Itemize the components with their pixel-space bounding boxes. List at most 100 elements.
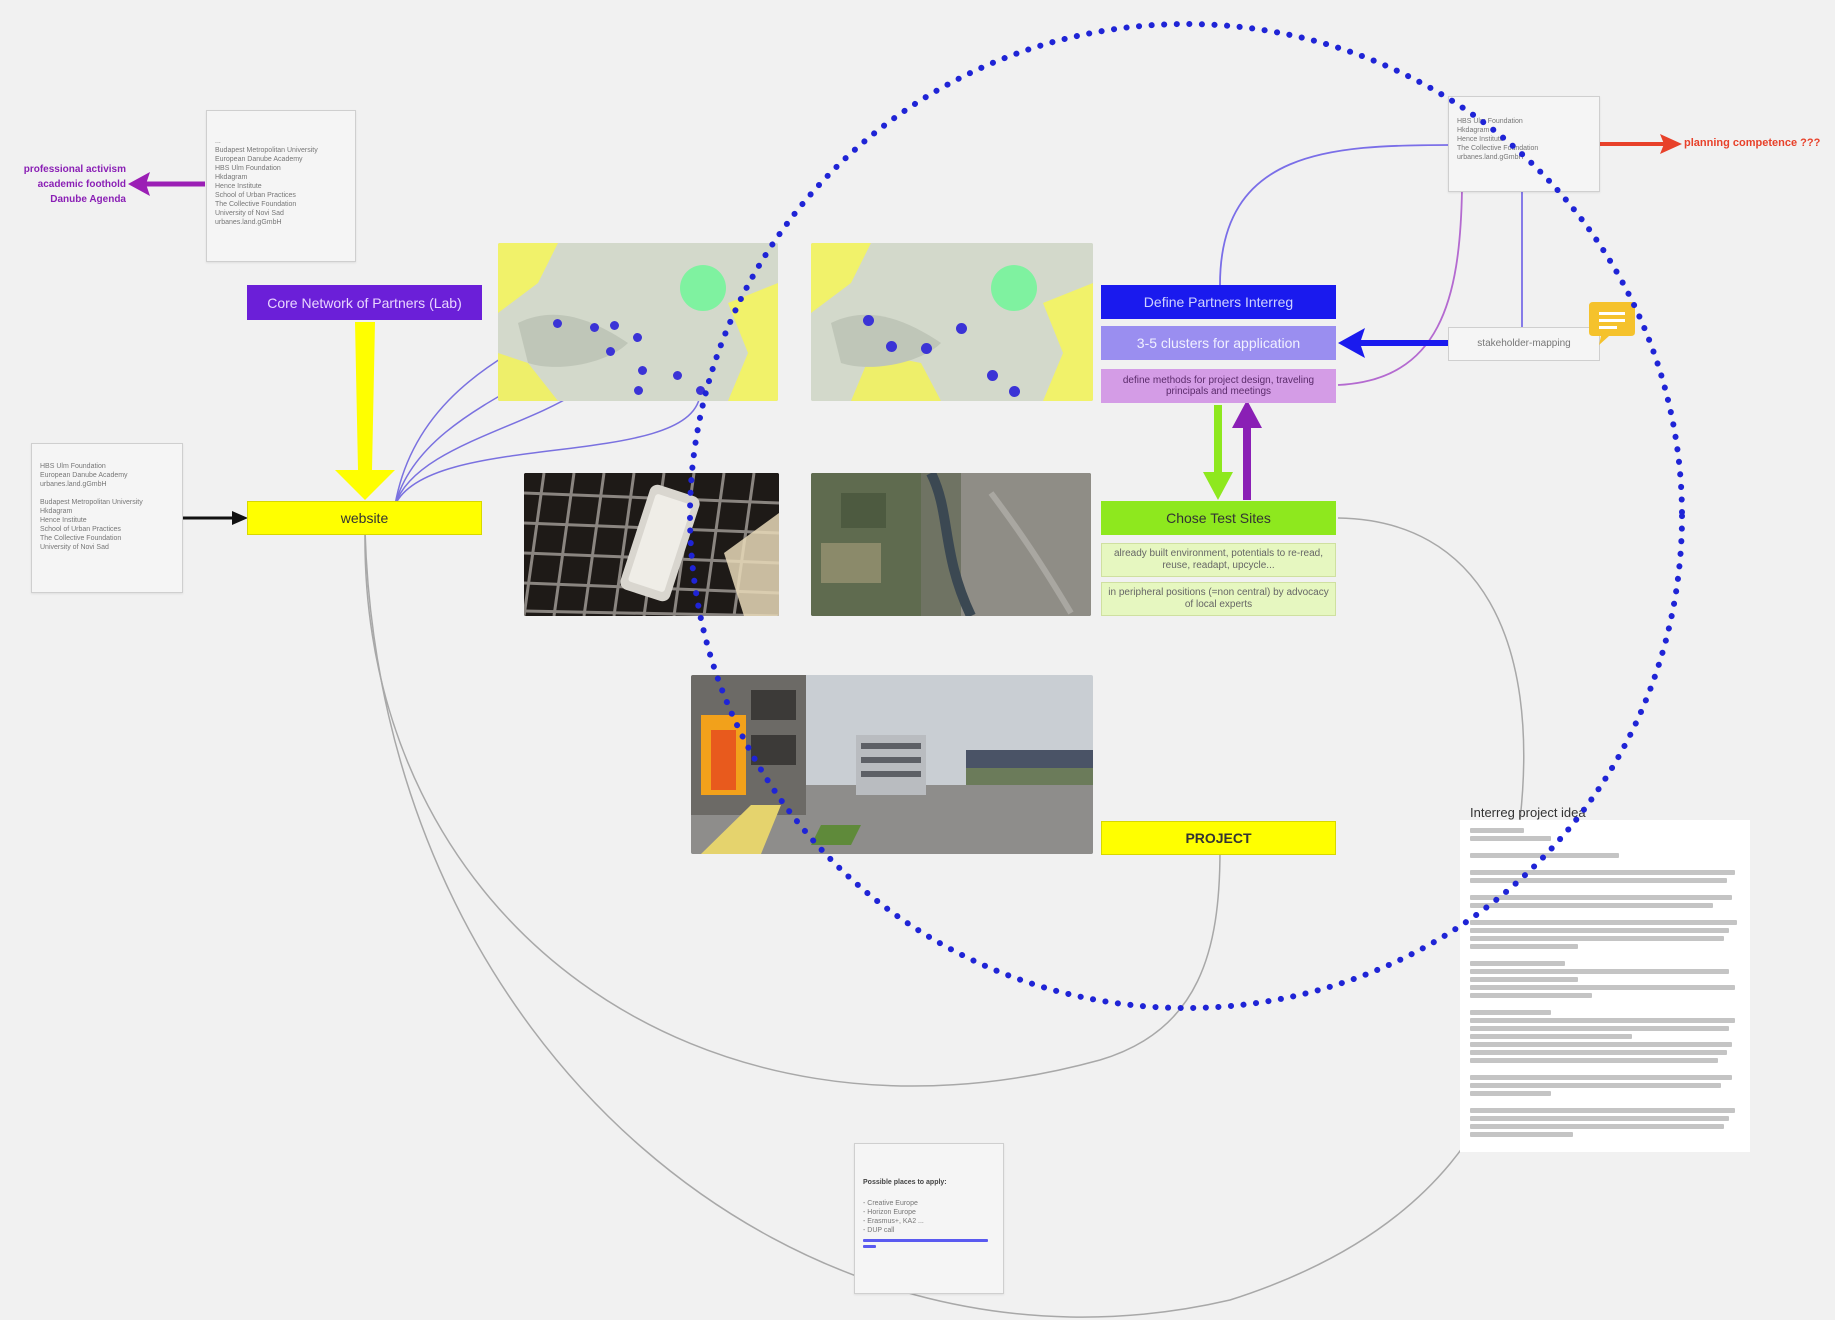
left-agenda-labels: professional activism academic foothold … [8, 162, 126, 207]
note-line: The Collective Foundation [40, 535, 122, 542]
chose-test-sites-box[interactable]: Chose Test Sites [1101, 501, 1336, 535]
doc-line [1470, 1042, 1732, 1047]
doc-line [1470, 944, 1578, 949]
apply-item: - DUP call [863, 1227, 895, 1234]
doc-line [1470, 1010, 1551, 1015]
aerial-texture [811, 473, 1091, 616]
apply-link[interactable] [863, 1239, 989, 1242]
sticky-note-apply[interactable]: Possible places to apply: - Creative Eur… [854, 1143, 1004, 1294]
sticky-note-left[interactable]: HBS Ulm Foundation European Danube Acade… [31, 443, 183, 593]
note-line: Hkdagram [40, 508, 73, 515]
grate-pattern [524, 473, 779, 616]
map-pin [606, 347, 615, 356]
map-pin [610, 321, 619, 330]
map-badge [991, 265, 1037, 311]
doc-line [1470, 920, 1738, 925]
map-image-partners[interactable] [498, 243, 778, 401]
note-line: University of Novi Sad [40, 544, 109, 551]
map-badge [680, 265, 726, 311]
note-line: Hence Institute [1457, 136, 1504, 143]
map-pin [590, 323, 599, 332]
note-line: European Danube Academy [215, 156, 303, 163]
apply-link[interactable] [863, 1245, 877, 1248]
note-line: Budapest Metropolitan University [215, 147, 318, 154]
photo-phone-on-grate[interactable] [524, 473, 779, 616]
map-star [921, 343, 932, 354]
interreg-doc[interactable] [1460, 820, 1750, 1152]
apply-note-title: Possible places to apply: [863, 1179, 947, 1186]
map-star [1009, 386, 1020, 397]
map-star [956, 323, 967, 334]
planning-competence-label: planning competence ??? [1684, 137, 1821, 149]
stakeholder-mapping-box[interactable]: stakeholder-mapping [1448, 327, 1600, 361]
comment-icon[interactable] [1587, 302, 1637, 346]
label-danube-agenda: Danube Agenda [50, 194, 126, 205]
photo-street-view[interactable] [691, 675, 1093, 854]
note-line: School of Urban Practices [215, 192, 296, 199]
define-methods-box[interactable]: define methods for project design, trave… [1101, 369, 1336, 403]
doc-line [1470, 1018, 1735, 1023]
define-partners-label: Define Partners Interreg [1143, 294, 1294, 310]
map-pin [553, 319, 562, 328]
core-network-box[interactable]: Core Network of Partners (Lab) [247, 285, 482, 320]
doc-line [1470, 969, 1730, 974]
doc-line [1470, 1108, 1735, 1113]
peripheral-label: in peripheral positions (=non central) b… [1108, 587, 1329, 610]
note-line: Hence Institute [40, 517, 87, 524]
doc-line [1470, 878, 1727, 883]
note-line: urbanes.land.gGmbH [215, 219, 282, 226]
map-star [886, 341, 897, 352]
note-line: University of Novi Sad [215, 210, 284, 217]
peripheral-box[interactable]: in peripheral positions (=non central) b… [1101, 582, 1336, 616]
apply-item: - Horizon Europe [863, 1209, 916, 1216]
doc-line [1470, 928, 1730, 933]
doc-line [1470, 853, 1619, 858]
built-environment-label: already built environment, potentials to… [1113, 548, 1323, 571]
sticky-note-top-right[interactable]: HBS Ulm Foundation Hkdagram Hence Instit… [1448, 96, 1600, 192]
doc-line [1470, 1124, 1724, 1129]
note-line: European Danube Academy [40, 472, 128, 479]
doc-line [1470, 836, 1551, 841]
interreg-doc-title: Interreg project idea [1470, 805, 1586, 820]
note-line: ... [215, 138, 221, 145]
map-image-clusters[interactable] [811, 243, 1093, 401]
doc-line [1470, 961, 1565, 966]
map-terrain [811, 243, 1093, 401]
note-line: School of Urban Practices [40, 526, 121, 533]
clusters-label: 3-5 clusters for application [1136, 335, 1301, 351]
doc-line [1470, 1058, 1719, 1063]
note-line: Hkdagram [1457, 127, 1490, 134]
built-environment-box[interactable]: already built environment, potentials to… [1101, 543, 1336, 577]
doc-line [1470, 1091, 1551, 1096]
website-label: website [340, 510, 389, 526]
chose-test-sites-label: Chose Test Sites [1166, 510, 1271, 526]
doc-line [1470, 870, 1735, 875]
note-line: The Collective Foundation [215, 201, 297, 208]
website-box[interactable]: website [247, 501, 482, 535]
doc-line [1470, 1132, 1573, 1137]
doc-line [1470, 985, 1735, 990]
stakeholder-mapping-label: stakeholder-mapping [1477, 338, 1571, 349]
street-scene [691, 675, 1093, 854]
map-star [987, 370, 998, 381]
apply-item: - Creative Europe [863, 1200, 918, 1207]
doc-line [1470, 903, 1713, 908]
label-professional-activism: professional activism [23, 164, 126, 175]
note-line: urbanes.land.gGmbH [1457, 154, 1524, 161]
note-line: HBS Ulm Foundation [215, 165, 281, 172]
note-line: urbanes.land.gGmbH [40, 481, 107, 488]
apply-item: - Erasmus+, KA2 ... [863, 1218, 924, 1225]
define-partners-box[interactable]: Define Partners Interreg [1101, 285, 1336, 319]
doc-line [1470, 1026, 1730, 1031]
project-box[interactable]: PROJECT [1101, 821, 1336, 855]
core-network-label: Core Network of Partners (Lab) [267, 294, 462, 311]
map-pin [634, 386, 643, 395]
doc-line [1470, 1034, 1632, 1039]
doc-line [1470, 895, 1732, 900]
map-terrain [498, 243, 778, 401]
note-line: HBS Ulm Foundation [1457, 118, 1523, 125]
clusters-box[interactable]: 3-5 clusters for application [1101, 326, 1336, 360]
sticky-note-partners[interactable]: ... Budapest Metropolitan University Eur… [206, 110, 356, 262]
note-line: The Collective Foundation [1457, 145, 1539, 152]
photo-aerial-city[interactable] [811, 473, 1091, 616]
